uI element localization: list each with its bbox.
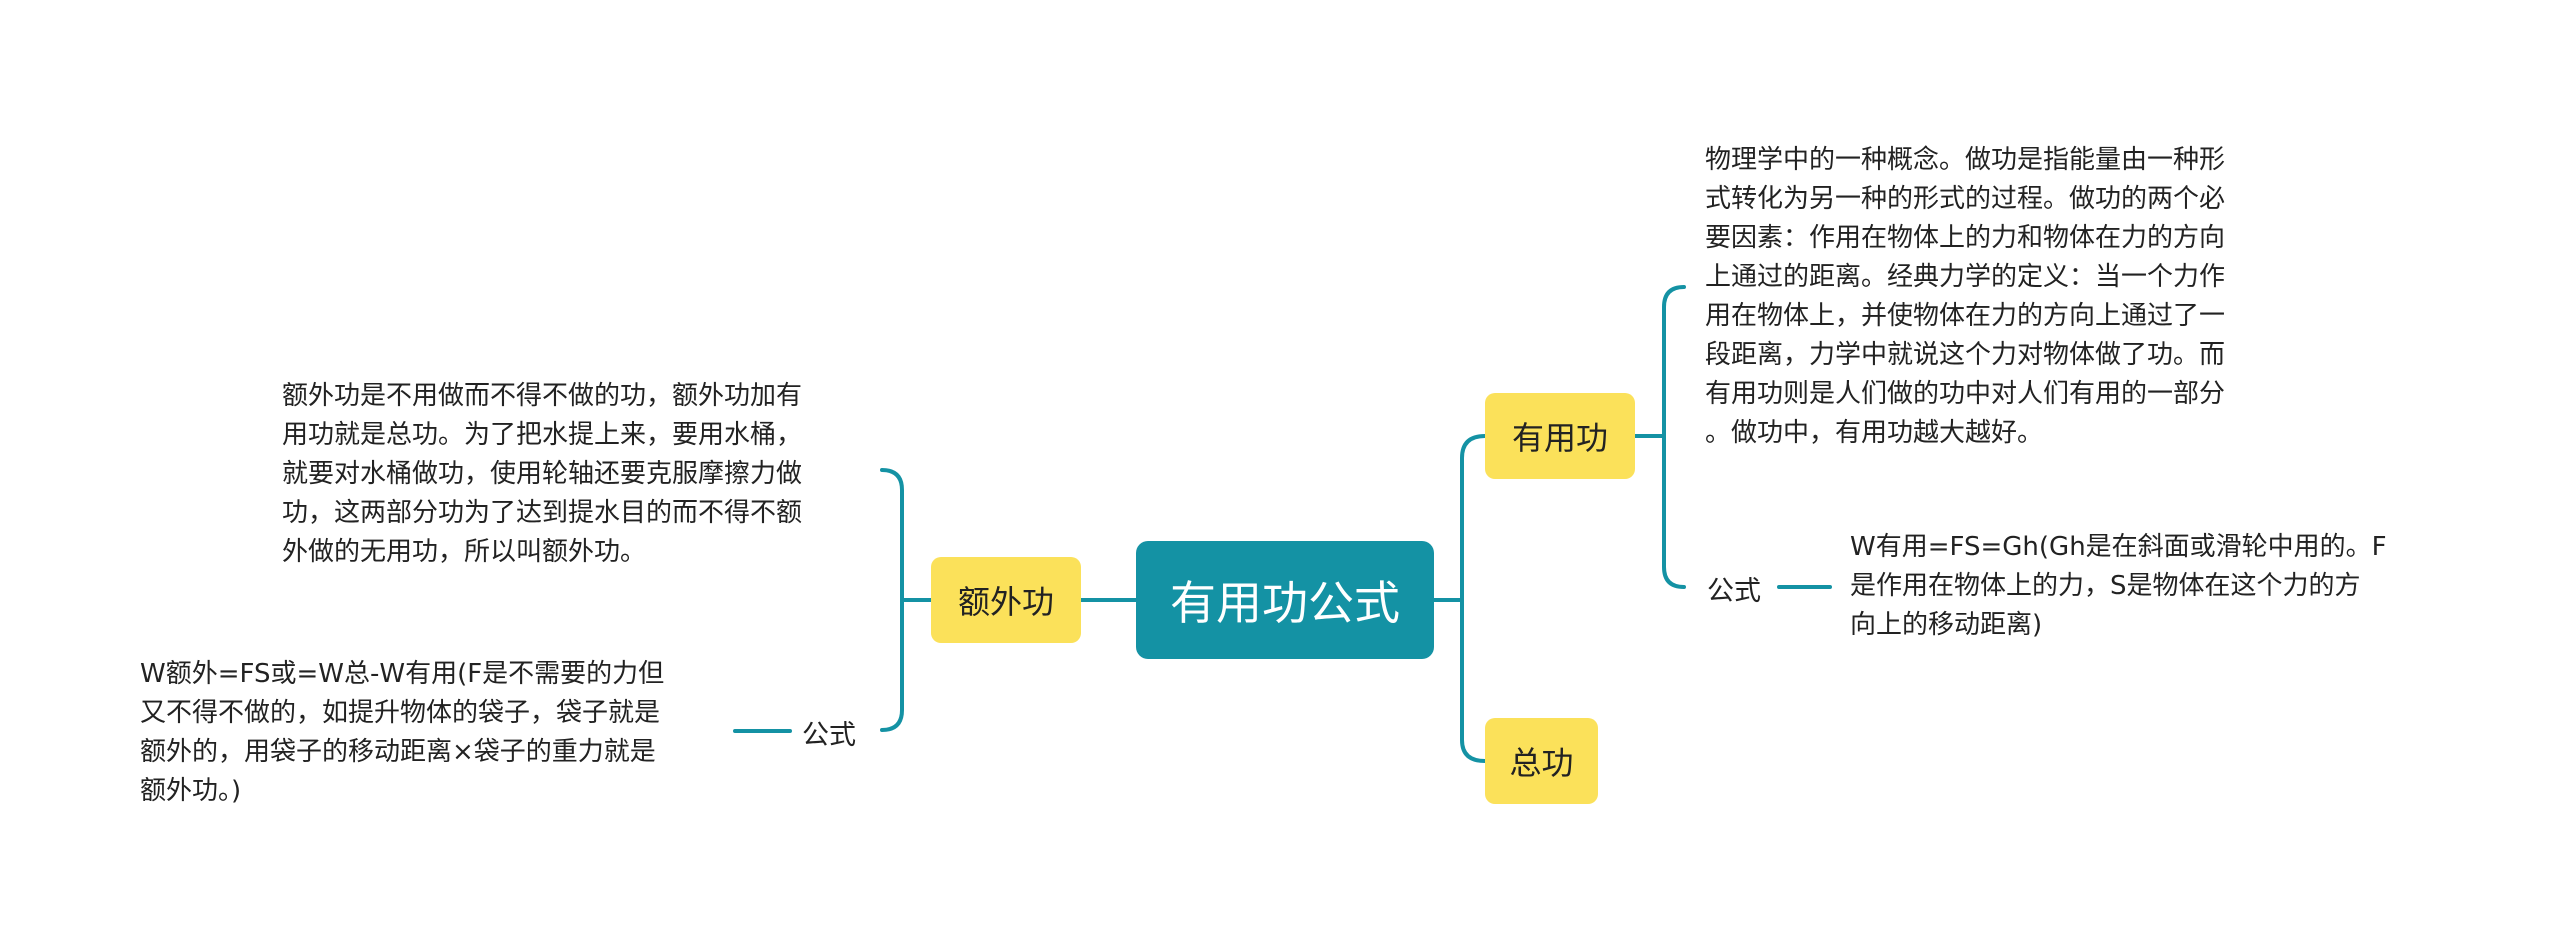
text-line: W额外=FS或=W总-W有用(F是不需要的力但 [140, 659, 665, 689]
connector-ewai-bracket [880, 468, 933, 732]
text-line: 上通过的距离。经典力学的定义：当一个力作 [1705, 262, 2226, 292]
text-line: 又不得不做的，如提升物体的袋子，袋子就是 [140, 698, 661, 728]
text-line: 用功就是总功。为了把水提上来，要用水桶， [282, 420, 803, 450]
topic-zong-gong[interactable]: 总功 [1485, 718, 1598, 804]
text-line: 。做功中，有用功越大越好。 [1705, 418, 2044, 448]
text-line: 要因素：作用在物体上的力和物体在力的方向 [1705, 223, 2226, 253]
text-line: 额外的，用袋子的移动距离×袋子的重力就是 [140, 737, 656, 767]
ewai-description: 额外功是不用做而不得不做的功，额外功加有 用功就是总功。为了把水提上来，要用水桶… [282, 377, 802, 572]
topic-youyong-gong[interactable]: 有用功 [1485, 393, 1635, 479]
root-topic[interactable]: 有用功公式 [1136, 541, 1434, 659]
text-line: 功，这两部分功为了达到提水目的而不得不额 [282, 498, 803, 528]
text-line: 段距离，力学中就说这个力对物体做了功。而 [1705, 340, 2226, 370]
text-line: 额外功是不用做而不得不做的功，额外功加有 [282, 381, 803, 411]
text-line: 是作用在物体上的力，S是物体在这个力的方 [1850, 571, 2361, 601]
connector-youyong-bracket [1633, 285, 1686, 589]
text-line: 有用功则是人们做的功中对人们有用的一部分 [1705, 379, 2226, 409]
text-line: 用在物体上，并使物体在力的方向上通过了一 [1705, 301, 2226, 331]
youyong-formula-label[interactable]: 公式 [1707, 576, 1761, 607]
text-line: 向上的移动距离) [1850, 610, 2043, 640]
text-line: 式转化为另一种的形式的过程。做功的两个必 [1705, 184, 2226, 214]
text-line: 外做的无用功，所以叫额外功。 [282, 537, 647, 567]
youyong-formula-text: W有用=FS=Gh(Gh是在斜面或滑轮中用的。F 是作用在物体上的力，S是物体在… [1850, 528, 2387, 645]
youyong-description: 物理学中的一种概念。做功是指能量由一种形 式转化为另一种的形式的过程。做功的两个… [1705, 141, 2225, 453]
text-line: W有用=FS=Gh(Gh是在斜面或滑轮中用的。F [1850, 532, 2387, 562]
text-line: 额外功。) [140, 776, 242, 806]
ewai-formula-label[interactable]: 公式 [802, 720, 856, 751]
ewai-formula-text: W额外=FS或=W总-W有用(F是不需要的力但 又不得不做的，如提升物体的袋子，… [140, 655, 664, 811]
text-line: 就要对水桶做功，使用轮轴还要克服摩擦力做 [282, 459, 803, 489]
topic-ewai-gong[interactable]: 额外功 [931, 557, 1081, 643]
text-line: 物理学中的一种概念。做功是指能量由一种形 [1705, 145, 2226, 175]
connector-root-right [1432, 434, 1487, 763]
